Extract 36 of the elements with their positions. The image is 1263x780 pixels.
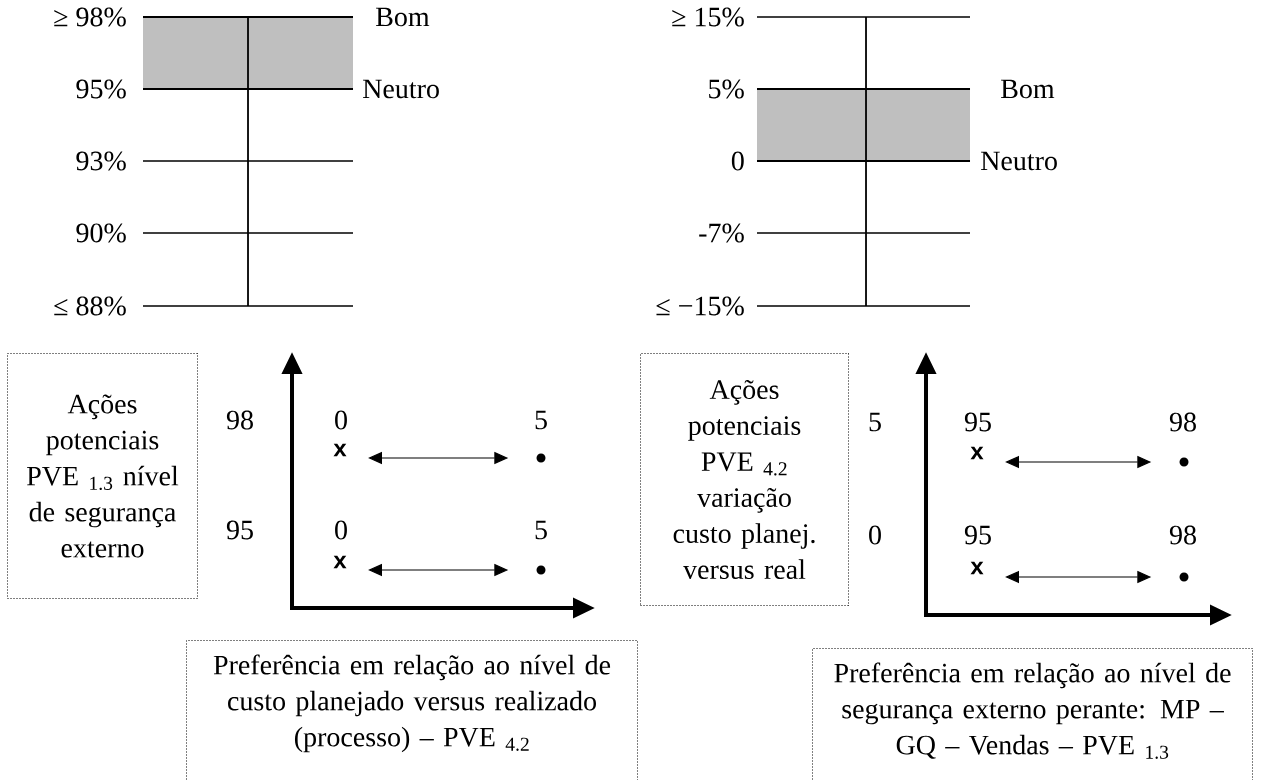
scale-label: ≤ 88% (54, 296, 126, 316)
scale-label: Bom (376, 7, 430, 27)
text-box: Preferência em relação ao nível de segurança externo perante: MP – GQ – Vendas – PVE $_{1.3}$ (812, 648, 1253, 780)
scale-label: Bom (1001, 79, 1055, 99)
dot-mark (1179, 457, 1189, 467)
value-label: 98 (1169, 525, 1196, 545)
scale-label: 0 (731, 151, 744, 171)
value-label: 95 (226, 520, 253, 540)
dot-mark (536, 453, 546, 463)
scale-label: -7% (699, 223, 744, 243)
value-label: 5 (535, 520, 547, 540)
cross-mark: x (333, 555, 347, 569)
scale-label: 93% (76, 151, 126, 171)
value-label: 0 (335, 410, 347, 430)
text-box: Preferência em relação ao nível de custo planejado versus realizado (processo) – PVE $_{4.2}$ (186, 640, 638, 780)
value-label: 0 (335, 520, 347, 540)
scale-label: 95% (76, 79, 126, 99)
value-label: 98 (226, 410, 253, 430)
text-box: Ações potenciais PVE $_{1.3}$ nível de segurança externo (7, 353, 198, 599)
value-label: 95 (964, 525, 991, 545)
scale-label: 90% (76, 223, 126, 243)
cross-mark: x (333, 443, 347, 457)
text-box: Ações potenciais PVE $_{4.2}$ variação custo planej. versus real (640, 353, 849, 606)
dot-mark (1179, 572, 1189, 582)
scale-label: Neutro (363, 79, 439, 99)
scale-label: ≤ −15% (656, 296, 744, 316)
value-label: 98 (1169, 412, 1196, 432)
dot-mark (536, 565, 546, 575)
value-label: 5 (535, 410, 547, 430)
scale-label: 5% (709, 79, 744, 99)
scale-label: ≥ 98% (54, 7, 126, 27)
scale-label: Neutro (981, 151, 1057, 171)
value-label: 95 (964, 412, 991, 432)
cross-mark: x (970, 446, 984, 460)
scale-label: ≥ 15% (672, 7, 744, 27)
cross-mark: x (970, 561, 984, 575)
